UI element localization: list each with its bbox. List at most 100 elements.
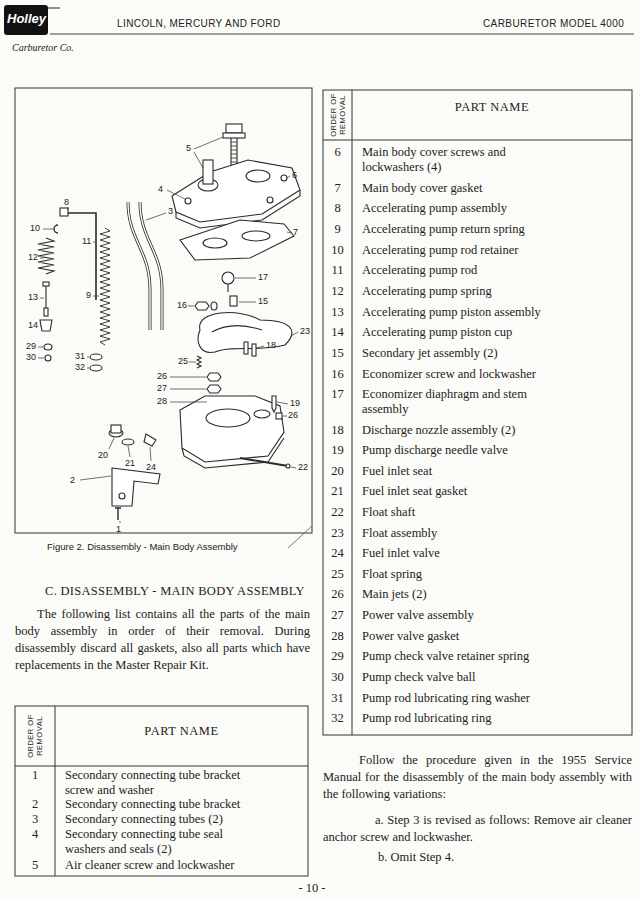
callout-number: 16 bbox=[177, 300, 187, 311]
table-cell-part: Secondary connecting tube bracket screw … bbox=[65, 768, 265, 798]
table-cell-number: 9 bbox=[323, 222, 352, 237]
figure-caption: Figure 2. Disassembly - Main Body Assemb… bbox=[47, 539, 238, 554]
callout-number: 10 bbox=[30, 223, 40, 234]
logo-rule bbox=[48, 8, 60, 9]
table-cell-part: Accelerating pump return spring bbox=[362, 222, 624, 237]
procedure-paragraph: Follow the procedure given in the 1955 S… bbox=[323, 752, 632, 803]
table-cell-number: 24 bbox=[323, 546, 352, 561]
page-number: - 10 - bbox=[282, 881, 342, 896]
callout-number: 21 bbox=[125, 458, 135, 469]
callout-number: 8 bbox=[64, 197, 69, 208]
table-rules bbox=[15, 90, 632, 876]
table-cell-number: 28 bbox=[323, 629, 352, 644]
table-cell-number: 20 bbox=[323, 464, 352, 479]
header-rule bbox=[50, 34, 634, 35]
running-header: CARBURETOR MODEL 4000 bbox=[483, 16, 624, 31]
table-cell-part: Float shaft bbox=[362, 505, 624, 520]
callout-number: 19 bbox=[290, 398, 300, 409]
table-cell-number: 5 bbox=[15, 858, 55, 873]
callout-number: 31 bbox=[75, 351, 85, 362]
table-cell-number: 17 bbox=[323, 387, 352, 402]
callout-number: 15 bbox=[258, 296, 268, 307]
table-cell-number: 2 bbox=[15, 797, 55, 812]
callout-number: 26 bbox=[288, 410, 298, 421]
table-cell-part: Accelerating pump rod bbox=[362, 263, 624, 278]
callout-number: 26 bbox=[157, 371, 167, 382]
leader-lines bbox=[38, 137, 298, 523]
table-cell-part: Fuel inlet seat gasket bbox=[362, 484, 624, 499]
callout-number: 30 bbox=[26, 352, 36, 363]
table-cell-number: 29 bbox=[323, 649, 352, 664]
table-cell-number: 32 bbox=[323, 711, 352, 726]
callout-number: 24 bbox=[146, 462, 156, 473]
table-cell-number: 23 bbox=[323, 526, 352, 541]
table-cell-number: 14 bbox=[323, 325, 352, 340]
table-cell-part: Fuel inlet seat bbox=[362, 464, 624, 479]
table-cell-part: Pump check valve retainer spring bbox=[362, 649, 624, 664]
table-cell-part: Accelerating pump rod retainer bbox=[362, 243, 624, 258]
figure-frame bbox=[15, 88, 312, 533]
table-cell-number: 19 bbox=[323, 443, 352, 458]
table-cell-part: Secondary connecting tube seal washers a… bbox=[65, 827, 265, 857]
table-cell-part: Accelerating pump assembly bbox=[362, 201, 624, 216]
table-cell-part: Accelerating pump piston cup bbox=[362, 325, 624, 340]
callout-number: 14 bbox=[28, 320, 38, 331]
callout-number: 5 bbox=[186, 143, 191, 154]
column-heading: PART NAME bbox=[352, 100, 632, 115]
callout-number: 28 bbox=[157, 396, 167, 407]
callout-number: 2 bbox=[70, 475, 75, 486]
table-cell-part: Float assembly bbox=[362, 526, 624, 541]
table-cell-number: 30 bbox=[323, 670, 352, 685]
table-cell-part: Discharge nozzle assembly (2) bbox=[362, 423, 624, 438]
table-cell-part: Main jets (2) bbox=[362, 587, 624, 602]
table-cell-part: Economizer diaphragm and stem assembly bbox=[362, 387, 542, 417]
intro-paragraph: The following list contains all the part… bbox=[15, 606, 310, 674]
table-cell-part: Air cleaner screw and lockwasher bbox=[65, 858, 303, 873]
callout-number: 1 bbox=[116, 524, 121, 535]
table-cell-number: 1 bbox=[15, 768, 55, 783]
callout-number: 11 bbox=[82, 236, 91, 247]
callout-number: 9 bbox=[86, 290, 91, 301]
table-cell-number: 18 bbox=[323, 423, 352, 438]
running-header: LINCOLN, MERCURY AND FORD bbox=[117, 16, 281, 31]
table-cell-number: 21 bbox=[323, 484, 352, 499]
table-cell-part: Accelerating pump piston assembly bbox=[362, 305, 624, 320]
table-cell-part: Float spring bbox=[362, 567, 624, 582]
table-cell-part: Main body cover gasket bbox=[362, 181, 624, 196]
table-cell-part: Pump rod lubricating ring bbox=[362, 711, 624, 726]
table-cell-part: Fuel inlet valve bbox=[362, 546, 624, 561]
callout-number: 25 bbox=[178, 356, 188, 367]
table-cell-number: 3 bbox=[15, 812, 55, 827]
table-cell-number: 25 bbox=[323, 567, 352, 582]
procedure-step: a. Step 3 is revised as follows: Remove … bbox=[323, 812, 632, 846]
logo-plate bbox=[4, 5, 48, 35]
column-heading: PART NAME bbox=[55, 724, 308, 739]
callout-number: 7 bbox=[293, 227, 298, 238]
procedure-step: b. Omit Step 4. bbox=[378, 850, 454, 865]
table-cell-number: 13 bbox=[323, 305, 352, 320]
table-cell-part: Pump rod lubricating ring washer bbox=[362, 691, 624, 706]
column-heading: ORDER OF REMOVAL bbox=[329, 87, 347, 143]
table-cell-number: 26 bbox=[323, 587, 352, 602]
section-heading: C. DISASSEMBLY - MAIN BODY ASSEMBLY bbox=[45, 584, 305, 599]
table-cell-number: 31 bbox=[323, 691, 352, 706]
callout-number: 3 bbox=[168, 206, 173, 217]
table-cell-number: 12 bbox=[323, 284, 352, 299]
callout-number: 18 bbox=[266, 340, 276, 351]
callout-number: 12 bbox=[28, 252, 38, 263]
table-cell-part: Accelerating pump spring bbox=[362, 284, 624, 299]
logo-script: Carburetor Co. bbox=[12, 40, 74, 55]
table-cell-part: Pump discharge needle valve bbox=[362, 443, 624, 458]
callout-number: 22 bbox=[298, 462, 308, 473]
callout-number: 29 bbox=[26, 341, 36, 352]
callout-number: 6 bbox=[292, 170, 297, 181]
callout-number: 4 bbox=[158, 184, 163, 195]
table-cell-number: 11 bbox=[323, 263, 352, 278]
table-cell-number: 6 bbox=[323, 145, 352, 160]
table-cell-number: 8 bbox=[323, 201, 352, 216]
table-cell-part: Secondary jet assembly (2) bbox=[362, 346, 624, 361]
column-heading: ORDER OF REMOVAL bbox=[26, 708, 44, 764]
table-cell-part: Secondary connecting tube bracket bbox=[65, 797, 303, 812]
callout-number: 23 bbox=[300, 326, 310, 337]
